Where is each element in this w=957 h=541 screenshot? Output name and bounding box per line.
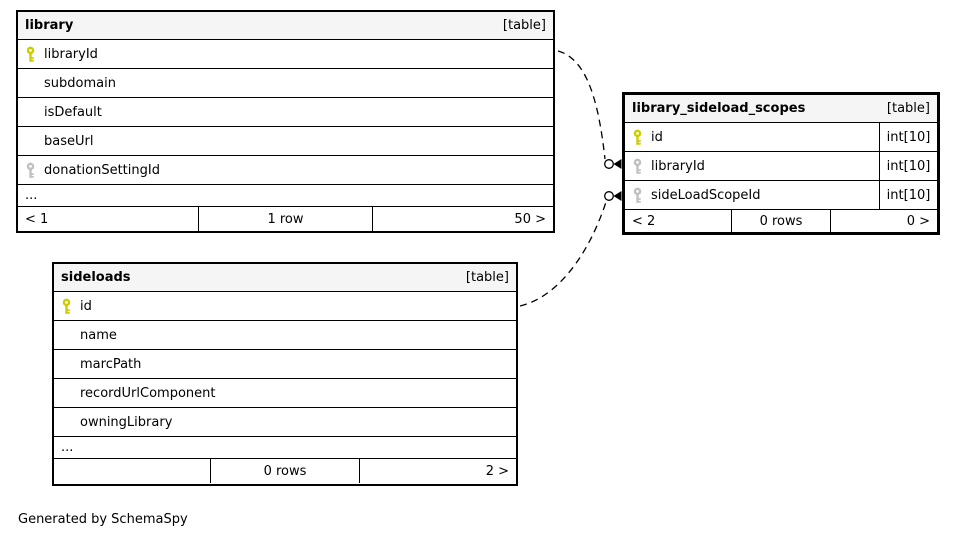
table-name[interactable]: library_sideload_scopes (632, 101, 806, 116)
column-row-libraryId[interactable]: libraryId int[10] (625, 152, 937, 181)
related-prev-count: < 2 (632, 213, 656, 229)
related-next-count: 50 > (372, 207, 553, 231)
relationship-library-to-scopes (557, 50, 622, 169)
table-library-stats: < 1 1 row 50 > (18, 207, 553, 231)
column-name: owningLibrary (80, 414, 173, 430)
table-type-label: [table] (886, 101, 930, 116)
column-row-marcPath[interactable]: marcPath (54, 350, 516, 379)
column-name: libraryId (44, 46, 98, 62)
row-count: 0 rows (730, 210, 831, 232)
more-columns-ellipsis: ... (54, 437, 516, 459)
table-type-label: [table] (502, 18, 546, 33)
foreign-key-icon (18, 162, 38, 179)
column-name: id (651, 129, 663, 145)
table-sideloads-header[interactable]: sideloads [table] (54, 264, 516, 292)
table-library-header[interactable]: library [table] (18, 12, 553, 40)
table-name[interactable]: sideloads (61, 270, 131, 285)
related-prev-count: < 1 (25, 211, 49, 227)
column-name: baseUrl (44, 133, 94, 149)
column-name: recordUrlComponent (80, 385, 216, 401)
row-count: 1 row (198, 207, 372, 231)
primary-key-icon (18, 46, 38, 63)
column-name: isDefault (44, 104, 102, 120)
column-row-owningLibrary[interactable]: owningLibrary (54, 408, 516, 437)
column-row-baseUrl[interactable]: baseUrl (18, 127, 553, 156)
column-row-name[interactable]: name (54, 321, 516, 350)
table-library-sideload-scopes[interactable]: library_sideload_scopes [table] id int[1… (622, 92, 940, 235)
more-columns-ellipsis: ... (18, 185, 553, 207)
column-row-sideLoadScopeId[interactable]: sideLoadScopeId int[10] (625, 181, 937, 210)
table-type-label: [table] (465, 270, 509, 285)
column-type: int[10] (879, 152, 937, 180)
related-next-count: 2 > (359, 459, 516, 483)
column-type: int[10] (879, 181, 937, 209)
column-row-donationSettingId[interactable]: donationSettingId (18, 156, 553, 185)
row-count: 0 rows (209, 459, 360, 483)
primary-key-icon (625, 129, 645, 146)
column-row-libraryId[interactable]: libraryId (18, 40, 553, 69)
column-name: libraryId (651, 158, 705, 174)
column-row-recordUrlComponent[interactable]: recordUrlComponent (54, 379, 516, 408)
table-name[interactable]: library (25, 18, 74, 33)
column-name: name (80, 327, 117, 343)
column-row-id[interactable]: id int[10] (625, 123, 937, 152)
related-prev-count (54, 459, 210, 483)
column-row-id[interactable]: id (54, 292, 516, 321)
column-name: marcPath (80, 356, 142, 372)
generator-credit: Generated by SchemaSpy (18, 512, 188, 527)
table-library-sideload-scopes-header[interactable]: library_sideload_scopes [table] (625, 95, 937, 123)
table-library[interactable]: library [table] libraryId subdomain isDe… (16, 10, 555, 233)
column-name: id (80, 298, 92, 314)
foreign-key-icon (625, 158, 645, 175)
column-name: sideLoadScopeId (651, 187, 761, 203)
column-row-isDefault[interactable]: isDefault (18, 98, 553, 127)
column-type: int[10] (879, 123, 937, 151)
table-library-sideload-scopes-stats: < 2 0 rows 0 > (625, 210, 937, 232)
foreign-key-icon (625, 187, 645, 204)
column-name: subdomain (44, 75, 116, 91)
table-sideloads-stats: 0 rows 2 > (54, 459, 516, 483)
primary-key-icon (54, 298, 74, 315)
column-row-subdomain[interactable]: subdomain (18, 69, 553, 98)
related-next-count: 0 > (830, 210, 937, 232)
column-name: donationSettingId (44, 162, 160, 178)
table-sideloads[interactable]: sideloads [table] id name marcPath (52, 262, 518, 486)
